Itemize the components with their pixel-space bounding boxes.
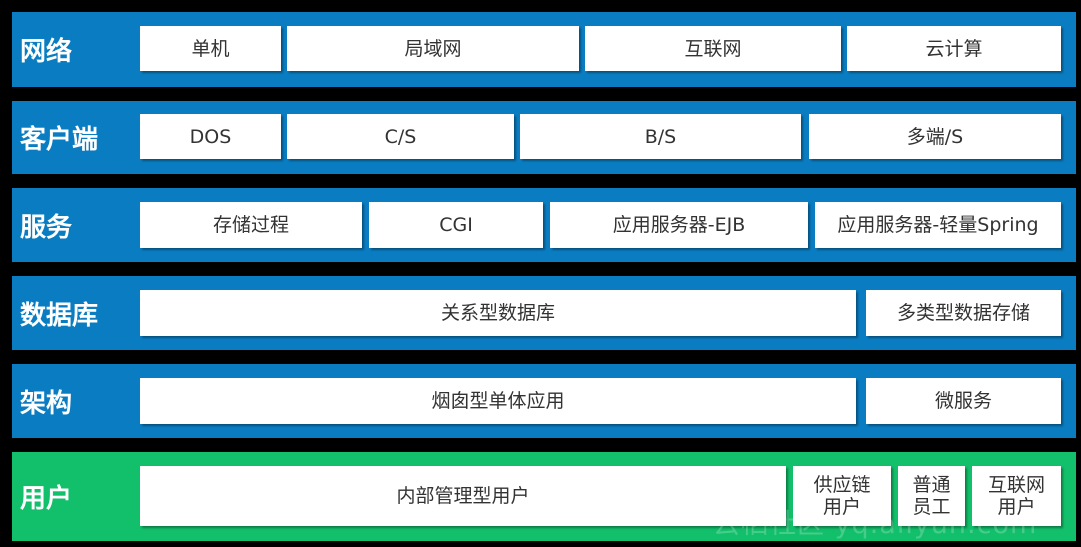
layer-client: 客户端 DOS C/S B/S 多端/S <box>12 101 1076 174</box>
layer-network: 网络 单机 局域网 互联网 云计算 <box>12 12 1076 87</box>
layer-cell: C/S <box>287 114 514 159</box>
layer-cell: DOS <box>140 114 281 159</box>
layer-cell: 互联网 用户 <box>972 466 1061 526</box>
layer-label: 架构 <box>20 388 73 419</box>
layer-user: 用户 内部管理型用户 供应链 用户 普通 员工 互联网 用户 <box>12 452 1076 541</box>
layer-database: 数据库 关系型数据库 多类型数据存储 <box>12 276 1076 350</box>
layer-architecture: 架构 烟囱型单体应用 微服务 <box>12 364 1076 438</box>
layer-cell: 烟囱型单体应用 <box>140 378 856 424</box>
layer-label: 客户端 <box>20 125 99 155</box>
layer-cell: B/S <box>520 114 801 159</box>
layer-cell: 多类型数据存储 <box>866 290 1061 336</box>
layer-cell: 关系型数据库 <box>140 290 856 336</box>
watermark: 云栖社区 yq.aliyun.com <box>713 509 1038 540</box>
layer-cell: 单机 <box>140 26 281 71</box>
layer-cell: 内部管理型用户 <box>140 466 786 526</box>
layer-label: 服务 <box>20 212 73 243</box>
layer-cell: 供应链 用户 <box>793 466 891 526</box>
layer-service: 服务 存储过程 CGI 应用服务器-EJB 应用服务器-轻量Spring <box>12 188 1076 262</box>
layer-cell: 互联网 <box>585 26 841 71</box>
layer-cell: 应用服务器-轻量Spring <box>815 202 1061 248</box>
layer-cell: 应用服务器-EJB <box>550 202 808 248</box>
layer-cell: 存储过程 <box>140 202 362 248</box>
layer-cell: 局域网 <box>287 26 579 71</box>
layer-cell: 普通 员工 <box>898 466 965 526</box>
layer-label: 数据库 <box>20 300 99 331</box>
layer-cell: 云计算 <box>847 26 1061 71</box>
layer-label: 用户 <box>20 484 73 514</box>
layer-cell: CGI <box>369 202 543 248</box>
layer-cell: 多端/S <box>809 114 1061 159</box>
layer-label: 网络 <box>20 37 73 67</box>
layer-cell: 微服务 <box>866 378 1061 424</box>
